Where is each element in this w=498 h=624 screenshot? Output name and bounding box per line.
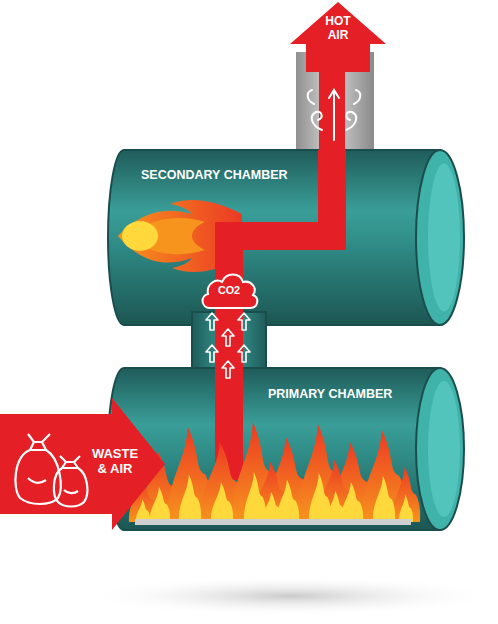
flame-core bbox=[399, 495, 413, 523]
gas-flow-connector bbox=[319, 72, 345, 150]
secondary-cylinder bbox=[108, 150, 464, 325]
primary-cylinder bbox=[108, 368, 464, 530]
primary-chamber: PRIMARY CHAMBER bbox=[108, 368, 460, 530]
node-label: HOT AIR bbox=[318, 14, 358, 42]
hot-air-arrow: HOT AIR bbox=[290, 2, 386, 72]
rising-arrows bbox=[206, 313, 250, 378]
flame-core bbox=[244, 472, 266, 522]
waste-bags bbox=[15, 434, 87, 507]
node-label: SECONDARY CHAMBER bbox=[141, 168, 321, 183]
hot-air-swirls bbox=[308, 90, 361, 140]
flame-core bbox=[150, 487, 170, 522]
flame-core bbox=[373, 476, 395, 522]
co2-cloud: CO2 bbox=[198, 270, 260, 312]
flame-core bbox=[136, 500, 150, 523]
node-label: CO2 bbox=[198, 283, 260, 297]
node-label: PRIMARY CHAMBER bbox=[268, 387, 438, 402]
grate bbox=[135, 519, 411, 525]
flame-core bbox=[179, 475, 201, 523]
primary-fire bbox=[129, 422, 420, 522]
flame-core bbox=[263, 492, 281, 522]
flame-core bbox=[327, 491, 345, 522]
node-label: WASTE & AIR bbox=[88, 446, 142, 476]
waste-air-arrow: WASTE & AIR bbox=[0, 398, 165, 530]
arrow-shape bbox=[290, 2, 386, 72]
secondary-chamber: SECONDARY CHAMBER bbox=[108, 150, 460, 325]
waste-air-arrow-outline bbox=[0, 398, 165, 530]
arrow-shape bbox=[0, 398, 165, 530]
flame bbox=[392, 467, 420, 522]
floor-shadow bbox=[80, 576, 498, 616]
flame-core bbox=[211, 482, 233, 522]
